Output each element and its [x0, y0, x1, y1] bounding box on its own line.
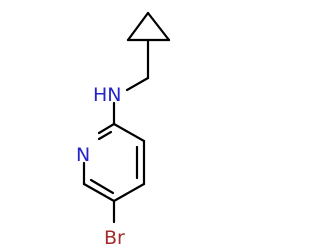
bond-cyclopropyl-3 — [146, 11, 171, 42]
bond-c6-c5-a — [82, 182, 116, 203]
bond-cyclopropyl-2 — [126, 11, 150, 42]
molecule-structure: HN N Br — [76, 11, 171, 249]
bond-c2-n1-a — [97, 122, 116, 135]
amine-label: HN — [93, 84, 122, 106]
structure-canvas: HN N Br — [76, 11, 171, 249]
bond-c5-c4 — [112, 182, 146, 203]
bond-c2-n1-b — [97, 130, 113, 141]
bond-ch2-nh — [125, 76, 150, 92]
bond-c6-c5-b — [89, 178, 115, 195]
ring-nitrogen-label: N — [76, 144, 90, 166]
bromine-label: Br — [104, 227, 125, 249]
bond-c3-c2 — [112, 122, 146, 143]
